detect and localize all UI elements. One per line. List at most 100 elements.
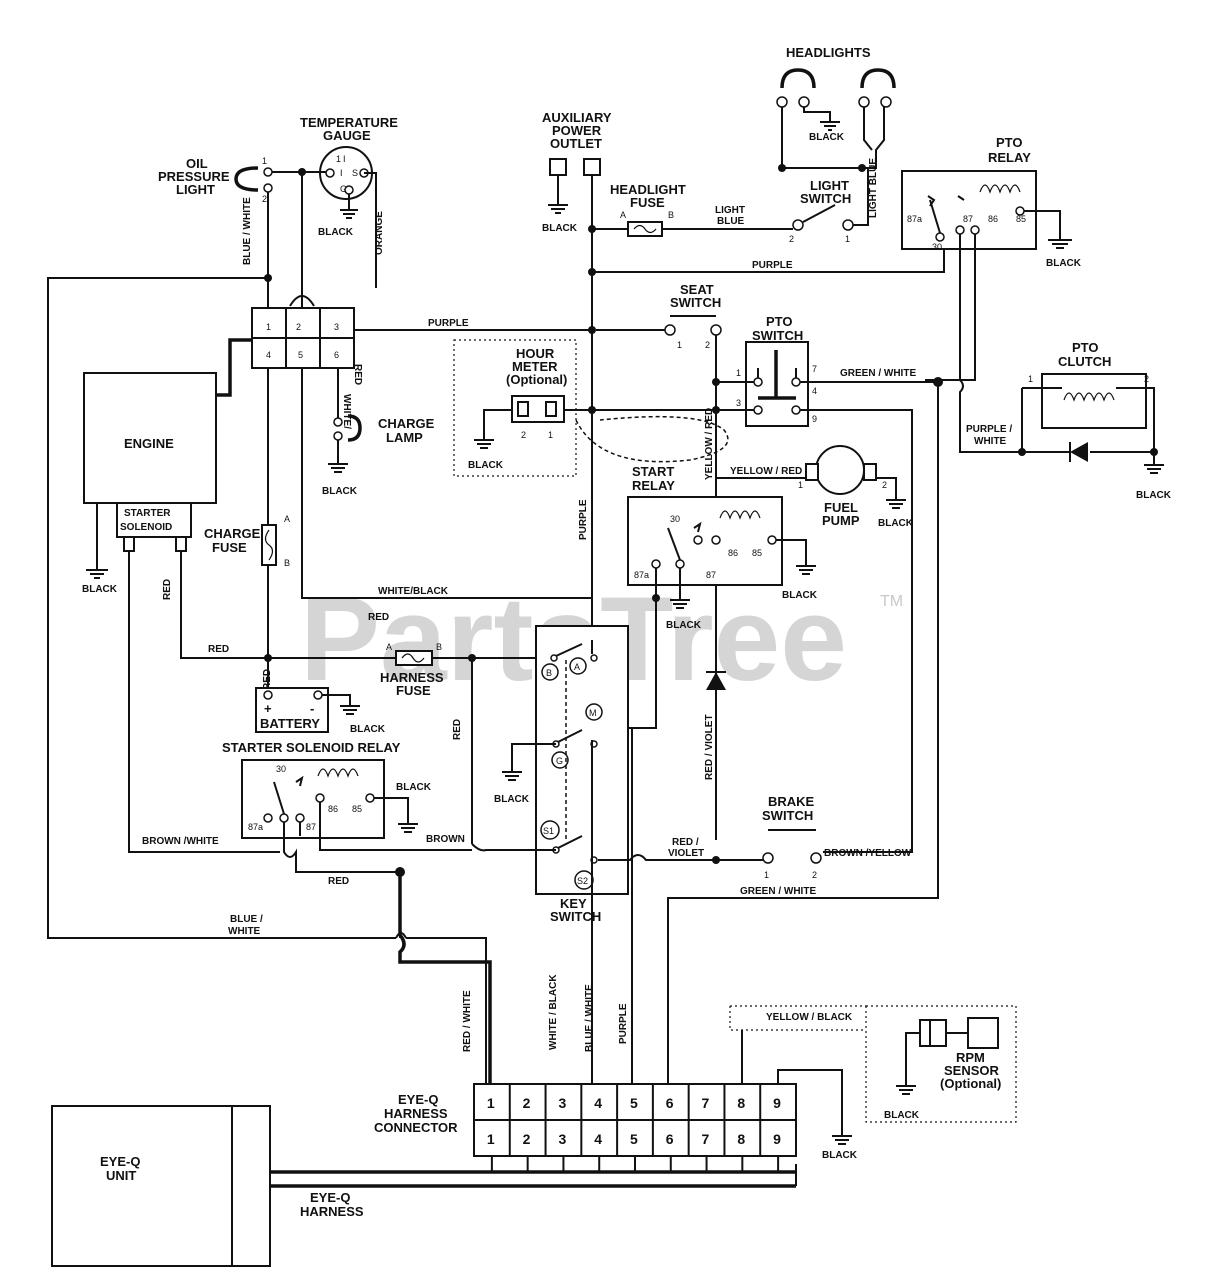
aux-label-2: POWER	[552, 123, 602, 138]
connector-pin-bottom-4: 4	[594, 1131, 602, 1147]
temp-gauge-label-1: TEMPERATURE	[300, 115, 398, 130]
svg-text:2: 2	[1144, 374, 1149, 384]
svg-text:87a: 87a	[634, 570, 649, 580]
svg-text:2: 2	[705, 340, 710, 350]
hour-meter-label-2: METER	[512, 359, 558, 374]
engine: ENGINE STARTER SOLENOID BLACK RED	[82, 372, 280, 853]
svg-text:BLACK: BLACK	[542, 223, 578, 234]
connector-pin-bottom-8: 8	[737, 1131, 745, 1147]
svg-text:30: 30	[276, 764, 286, 774]
starter-solenoid-relay: STARTER SOLENOID RELAY 30 87a 87 86 85 B…	[142, 740, 472, 938]
pto-clutch-label-1: PTO	[1072, 340, 1099, 355]
svg-text:WHITE: WHITE	[974, 436, 1007, 447]
hour-meter-label-1: HOUR	[516, 346, 555, 361]
aux-label-3: OUTLET	[550, 136, 602, 151]
light-blue-label-1: LIGHT	[715, 205, 745, 216]
connector-pin-top-1: 1	[487, 1095, 495, 1111]
pto-relay: PTO RELAY 87a 30 87 86 85 BLACK	[901, 135, 1082, 453]
harness-fuse: A B HARNESS FUSE RED RED	[268, 612, 548, 844]
svg-text:87: 87	[963, 214, 973, 224]
charge-lamp-label-2: LAMP	[386, 430, 423, 445]
connector-pin-bottom-1: 1	[487, 1131, 495, 1147]
svg-text:WHITE/BLACK: WHITE/BLACK	[378, 586, 449, 597]
svg-text:87a: 87a	[248, 822, 263, 832]
svg-text:RED: RED	[162, 579, 173, 600]
connector-pin-top-3: 3	[558, 1095, 566, 1111]
svg-text:M: M	[589, 708, 597, 718]
svg-text:7: 7	[812, 364, 817, 374]
headlight-fuse: HEADLIGHT FUSE A B LIGHT BLUE	[588, 182, 793, 237]
svg-text:B: B	[436, 642, 442, 652]
pto-clutch-label-2: CLUTCH	[1058, 354, 1111, 369]
connector-pin-bottom-7: 7	[702, 1131, 710, 1147]
harness-fuse-label-2: FUSE	[396, 683, 431, 698]
svg-text:WHITE / BLACK: WHITE / BLACK	[548, 974, 559, 1050]
svg-text:S2: S2	[577, 876, 588, 886]
svg-text:86: 86	[988, 214, 998, 224]
temperature-gauge: TEMPERATURE GAUGE 1 I I S G BLACK ORANGE	[300, 115, 398, 288]
connector-label-3: CONNECTOR	[374, 1120, 458, 1135]
svg-text:BLACK: BLACK	[396, 782, 432, 793]
red-violet-label-v: RED / VIOLET	[704, 714, 715, 780]
oil-pressure-light: OIL PRESSURE LIGHT 1 2 BLUE / WHITE	[158, 156, 326, 310]
svg-text:BLACK: BLACK	[782, 590, 818, 601]
connector-label-2: HARNESS	[384, 1106, 448, 1121]
svg-text:G: G	[556, 756, 563, 766]
svg-text:85: 85	[352, 804, 362, 814]
svg-text:1: 1	[764, 870, 769, 880]
temp-gauge-label-2: GAUGE	[323, 128, 371, 143]
connector-pin-bottom-2: 2	[523, 1131, 531, 1147]
svg-text:BROWN /WHITE: BROWN /WHITE	[142, 836, 219, 847]
starter-solenoid-label-1: STARTER	[124, 508, 171, 519]
rpm-sensor-label-1: RPM	[956, 1050, 985, 1065]
connector-pin-top-5: 5	[630, 1095, 638, 1111]
svg-text:2: 2	[882, 480, 887, 490]
key-switch-label-2: SWITCH	[550, 909, 601, 924]
light-blue-label-2: BLUE	[717, 216, 745, 227]
svg-text:ENGINE: ENGINE	[124, 436, 174, 451]
start-relay-label-2: RELAY	[632, 478, 675, 493]
svg-text:87: 87	[706, 570, 716, 580]
connector-pin-top-4: 4	[594, 1095, 602, 1111]
svg-text:GREEN / WHITE: GREEN / WHITE	[840, 368, 916, 379]
svg-text:BLACK: BLACK	[82, 584, 118, 595]
light-switch-label-2: SWITCH	[800, 191, 851, 206]
headlights: HEADLIGHTS BLACK	[776, 45, 896, 172]
svg-text:RED / WHITE: RED / WHITE	[462, 990, 473, 1052]
svg-text:RED: RED	[208, 644, 229, 655]
starter-solenoid-label-2: SOLENOID	[120, 522, 172, 533]
svg-text:85: 85	[1016, 214, 1026, 224]
svg-text:BLACK: BLACK	[666, 620, 702, 631]
connector-pin-top-8: 8	[737, 1095, 745, 1111]
svg-text:BLACK: BLACK	[878, 518, 914, 529]
key-switch-label-1: KEY	[560, 896, 587, 911]
svg-text:1: 1	[798, 480, 803, 490]
svg-text:A: A	[574, 662, 580, 672]
oil-light-label-3: LIGHT	[176, 182, 215, 197]
svg-text:BLACK: BLACK	[322, 486, 358, 497]
svg-text:BLACK: BLACK	[1046, 258, 1082, 269]
blue-white-label-top: BLUE / WHITE	[242, 197, 253, 265]
brake-switch: BRAKE SWITCH 1 2 BROWN /YELLOW	[762, 794, 912, 880]
eye-q-harness-label-1: EYE-Q	[310, 1190, 350, 1205]
light-blue-wire-label-v: LIGHT BLUE	[868, 158, 879, 218]
pto-relay-label-1: PTO	[996, 135, 1023, 150]
hour-meter: HOUR METER (Optional) 2 1 BLACK	[453, 339, 592, 477]
svg-text:G: G	[340, 184, 347, 194]
svg-text:PURPLE: PURPLE	[618, 1003, 629, 1044]
svg-text:YELLOW / BLACK: YELLOW / BLACK	[766, 1012, 853, 1023]
start-relay: START RELAY 30 87a 87 86 85 BLACK BLACK	[592, 464, 818, 729]
eye-q-unit-label-2: UNIT	[106, 1168, 136, 1183]
svg-text:I: I	[340, 168, 343, 178]
watermark-tm: TM	[880, 593, 903, 610]
headlights-label: HEADLIGHTS	[786, 45, 871, 60]
brake-switch-label-2: SWITCH	[762, 808, 813, 823]
svg-text:30: 30	[670, 514, 680, 524]
fuel-pump-label-1: FUEL	[824, 500, 858, 515]
connector-pin-top-7: 7	[702, 1095, 710, 1111]
svg-text:GREEN / WHITE: GREEN / WHITE	[740, 886, 816, 897]
svg-text:3: 3	[334, 322, 339, 332]
svg-text:86: 86	[728, 548, 738, 558]
svg-text:(Optional): (Optional)	[940, 1076, 1001, 1091]
svg-text:YELLOW / RED: YELLOW / RED	[730, 466, 802, 477]
